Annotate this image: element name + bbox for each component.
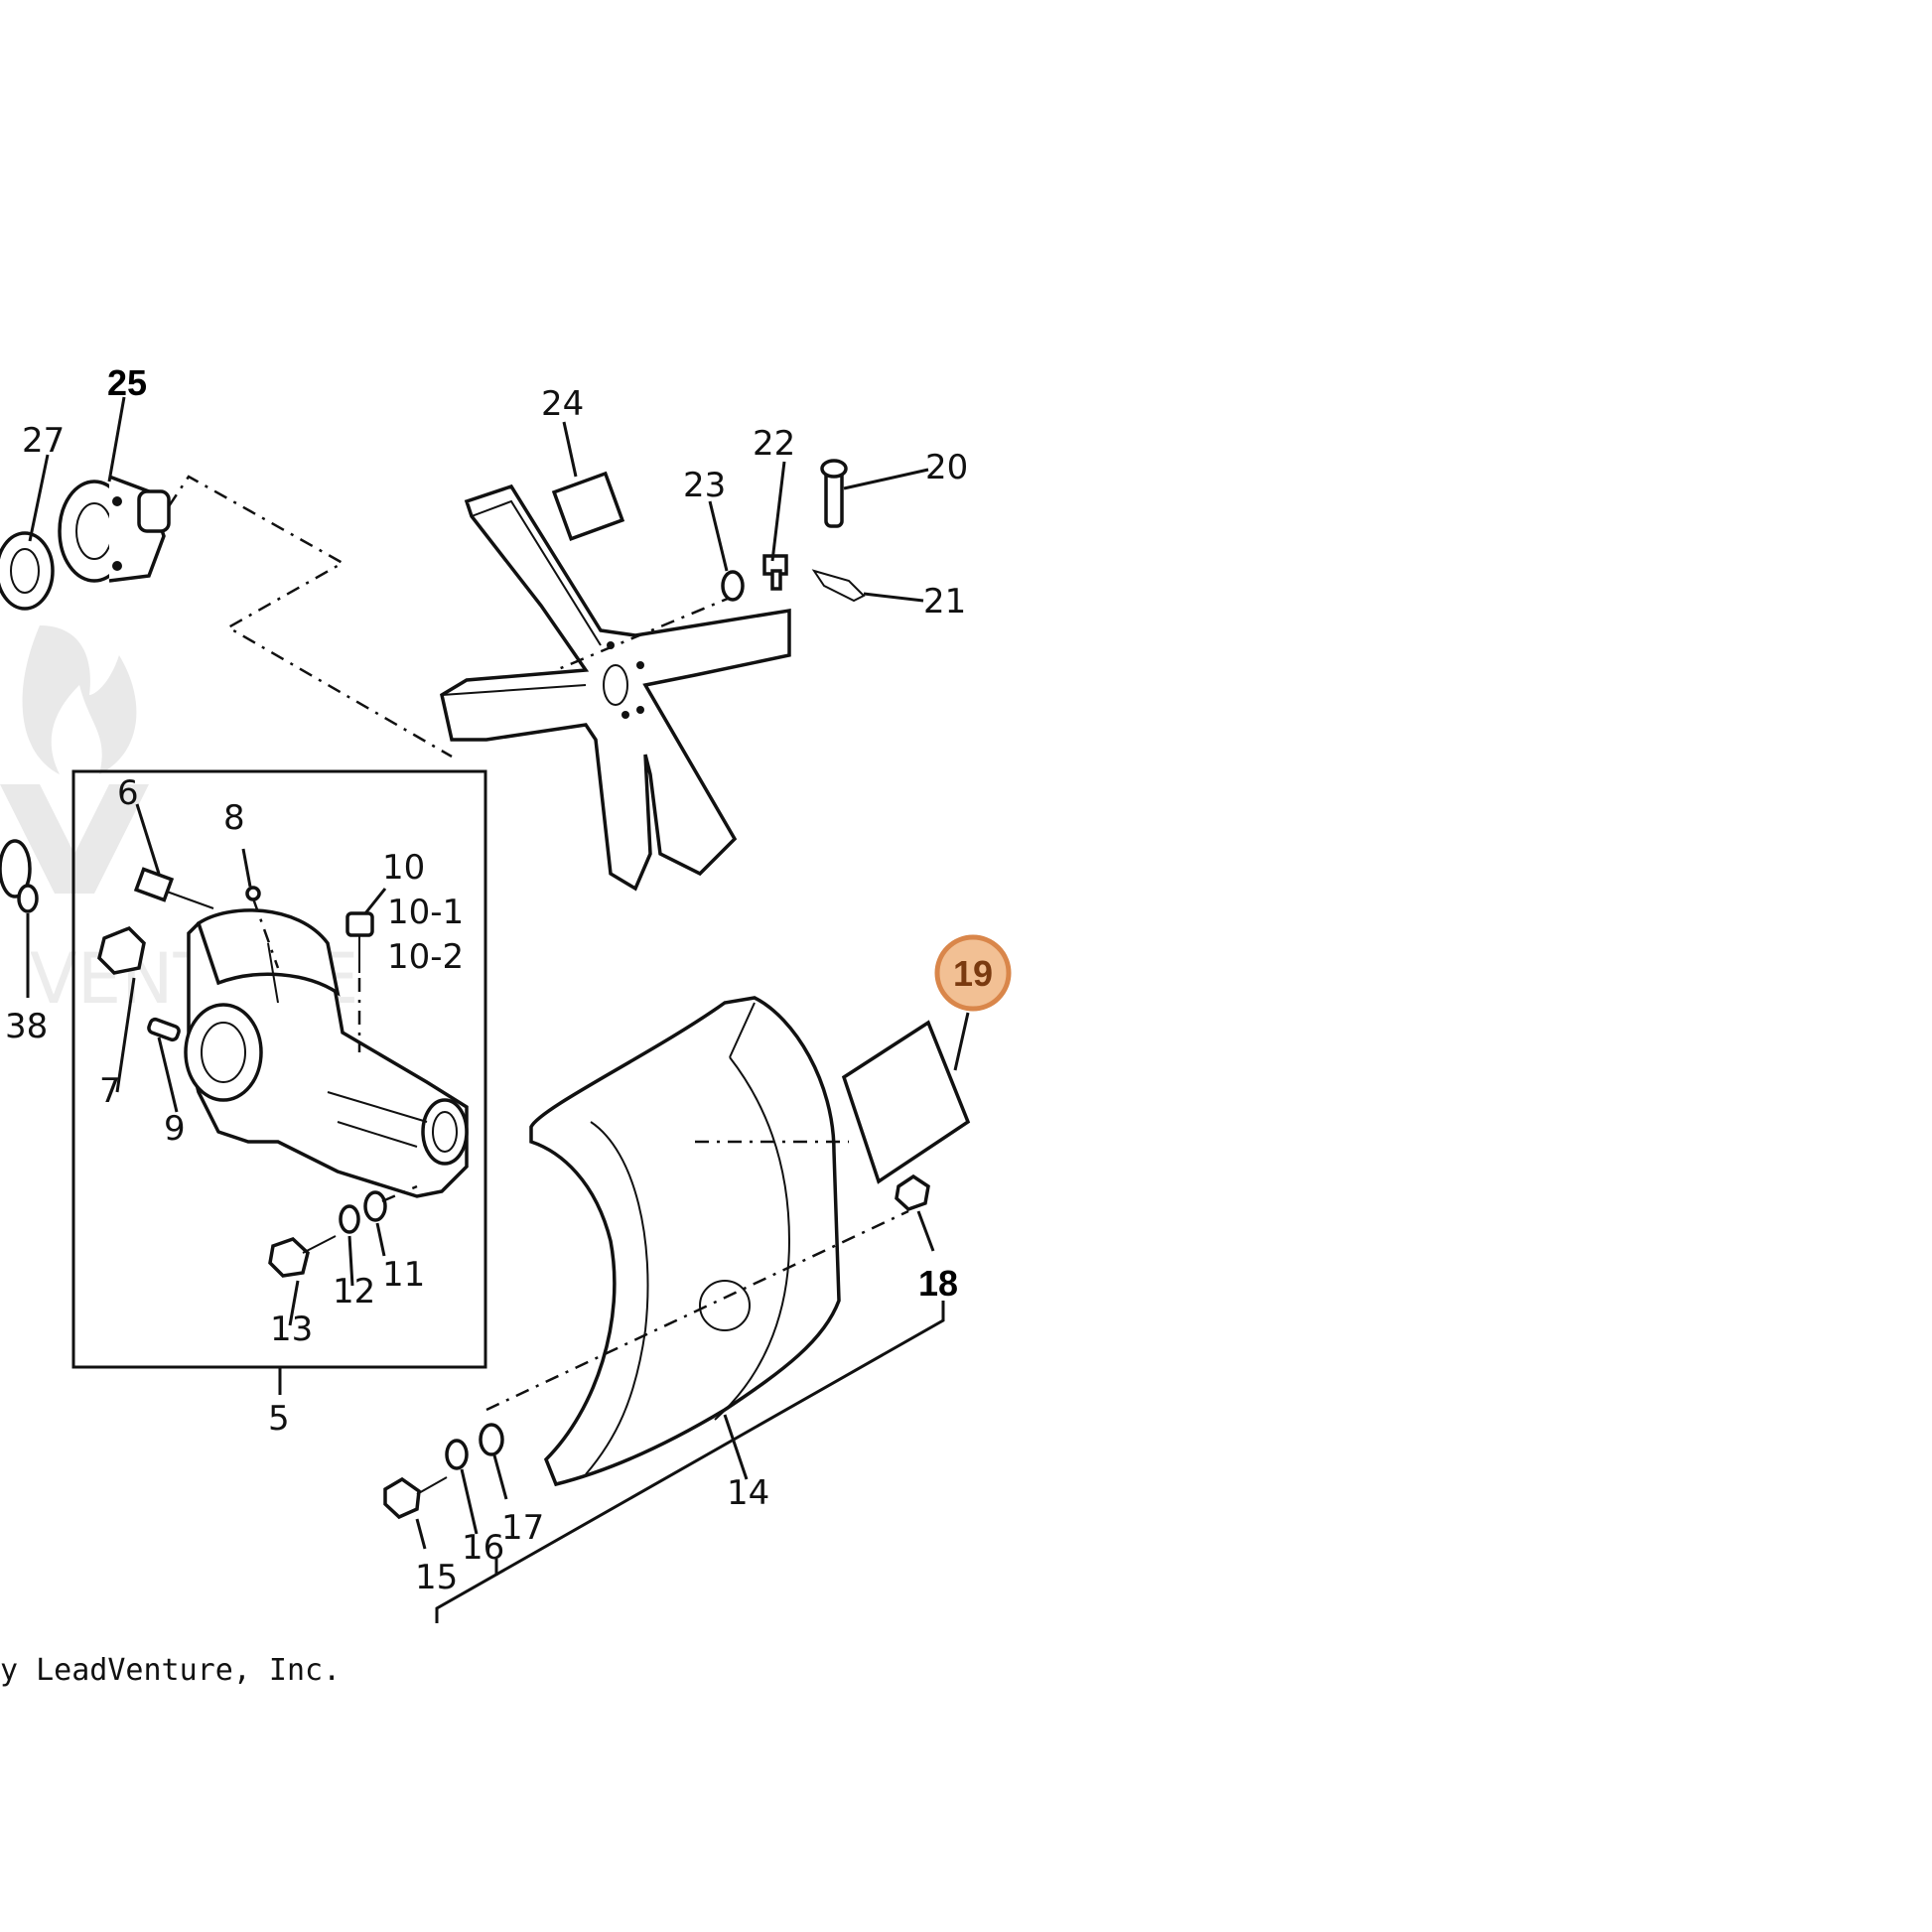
callout-20[interactable]: 20 bbox=[925, 448, 968, 487]
callout-24[interactable]: 24 bbox=[541, 384, 584, 424]
centerline-bolt bbox=[485, 1209, 909, 1412]
leader-27 bbox=[28, 454, 50, 542]
copyright-text: y LeadVenture, Inc. bbox=[0, 1653, 341, 1688]
callout-17[interactable]: 17 bbox=[501, 1508, 544, 1548]
bolt-13 bbox=[268, 1235, 337, 1278]
leader-17 bbox=[492, 1454, 508, 1500]
group-bracket-18 bbox=[435, 1301, 945, 1623]
hub-assembly bbox=[0, 475, 171, 611]
tine-blade bbox=[440, 483, 791, 892]
leader-25 bbox=[107, 396, 126, 483]
callout-15[interactable]: 15 bbox=[415, 1558, 458, 1597]
leader-23 bbox=[708, 500, 729, 572]
highlight-circle bbox=[934, 934, 1012, 1012]
gearcase bbox=[184, 908, 469, 1198]
callout-19[interactable]: 19 bbox=[953, 953, 993, 994]
washer-12 bbox=[339, 1204, 360, 1234]
callout-22[interactable]: 22 bbox=[753, 424, 795, 464]
nut-7 bbox=[97, 925, 146, 975]
centerline-13 bbox=[381, 1184, 418, 1203]
bolt-15 bbox=[383, 1476, 448, 1520]
leader-9 bbox=[157, 1036, 179, 1113]
callout-10[interactable]: 10 bbox=[382, 848, 425, 888]
leader-22 bbox=[770, 461, 786, 562]
bolt-6 bbox=[133, 867, 214, 909]
leader-19 bbox=[953, 1012, 970, 1071]
leader-7 bbox=[115, 977, 136, 1093]
pin-20 bbox=[820, 459, 848, 528]
leader-24 bbox=[562, 421, 578, 478]
callout-14[interactable]: 14 bbox=[727, 1473, 769, 1513]
callout-5[interactable]: 5 bbox=[268, 1399, 290, 1439]
seal-left bbox=[0, 839, 32, 898]
callout-19-highlight[interactable]: 19 bbox=[934, 934, 1012, 1012]
washer-16 bbox=[445, 1439, 469, 1470]
decal-19 bbox=[841, 1020, 971, 1184]
callout-27[interactable]: 27 bbox=[22, 421, 65, 461]
leader-15 bbox=[415, 1518, 427, 1550]
callout-9[interactable]: 9 bbox=[164, 1109, 186, 1149]
pin-9 bbox=[147, 1017, 181, 1042]
leader-16 bbox=[460, 1468, 479, 1535]
bolt-22 bbox=[762, 554, 788, 591]
callout-10-2[interactable]: 10-2 bbox=[387, 937, 464, 977]
leader-11 bbox=[375, 1222, 386, 1257]
callout-11[interactable]: 11 bbox=[382, 1255, 425, 1295]
leader-8 bbox=[241, 848, 252, 888]
washer-11 bbox=[363, 1190, 387, 1222]
leader-21 bbox=[863, 592, 924, 603]
leader-14 bbox=[723, 1414, 749, 1480]
nut-18 bbox=[895, 1173, 930, 1211]
callout-7[interactable]: 7 bbox=[99, 1071, 121, 1111]
clip-21 bbox=[811, 569, 866, 603]
leader-12 bbox=[347, 1235, 354, 1287]
part-8 bbox=[245, 886, 261, 901]
washer-38 bbox=[17, 884, 39, 913]
leader-13 bbox=[288, 1280, 300, 1326]
bolt-10 bbox=[345, 911, 374, 973]
callout-25[interactable]: 25 bbox=[107, 362, 147, 403]
callout-8[interactable]: 8 bbox=[223, 798, 245, 838]
centerline-hub bbox=[167, 475, 453, 759]
leader-10 bbox=[363, 888, 387, 914]
leader-20 bbox=[843, 468, 929, 490]
callout-13[interactable]: 13 bbox=[270, 1310, 313, 1349]
part-24-tag bbox=[551, 471, 625, 541]
callout-16[interactable]: 16 bbox=[462, 1528, 504, 1568]
callout-6[interactable]: 6 bbox=[117, 773, 139, 813]
callout-12[interactable]: 12 bbox=[333, 1272, 375, 1311]
washer-23 bbox=[721, 570, 745, 602]
callout-38[interactable]: 38 bbox=[5, 1007, 48, 1046]
leader-6 bbox=[135, 803, 161, 875]
callout-21[interactable]: 21 bbox=[923, 582, 966, 621]
callout-18[interactable]: 18 bbox=[918, 1263, 958, 1304]
centerline-8 bbox=[251, 897, 280, 969]
washer-17 bbox=[479, 1423, 504, 1456]
callout-23[interactable]: 23 bbox=[683, 466, 726, 505]
shield-14 bbox=[529, 996, 841, 1487]
leader-18 bbox=[916, 1210, 935, 1252]
callout-10-1[interactable]: 10-1 bbox=[387, 893, 464, 932]
